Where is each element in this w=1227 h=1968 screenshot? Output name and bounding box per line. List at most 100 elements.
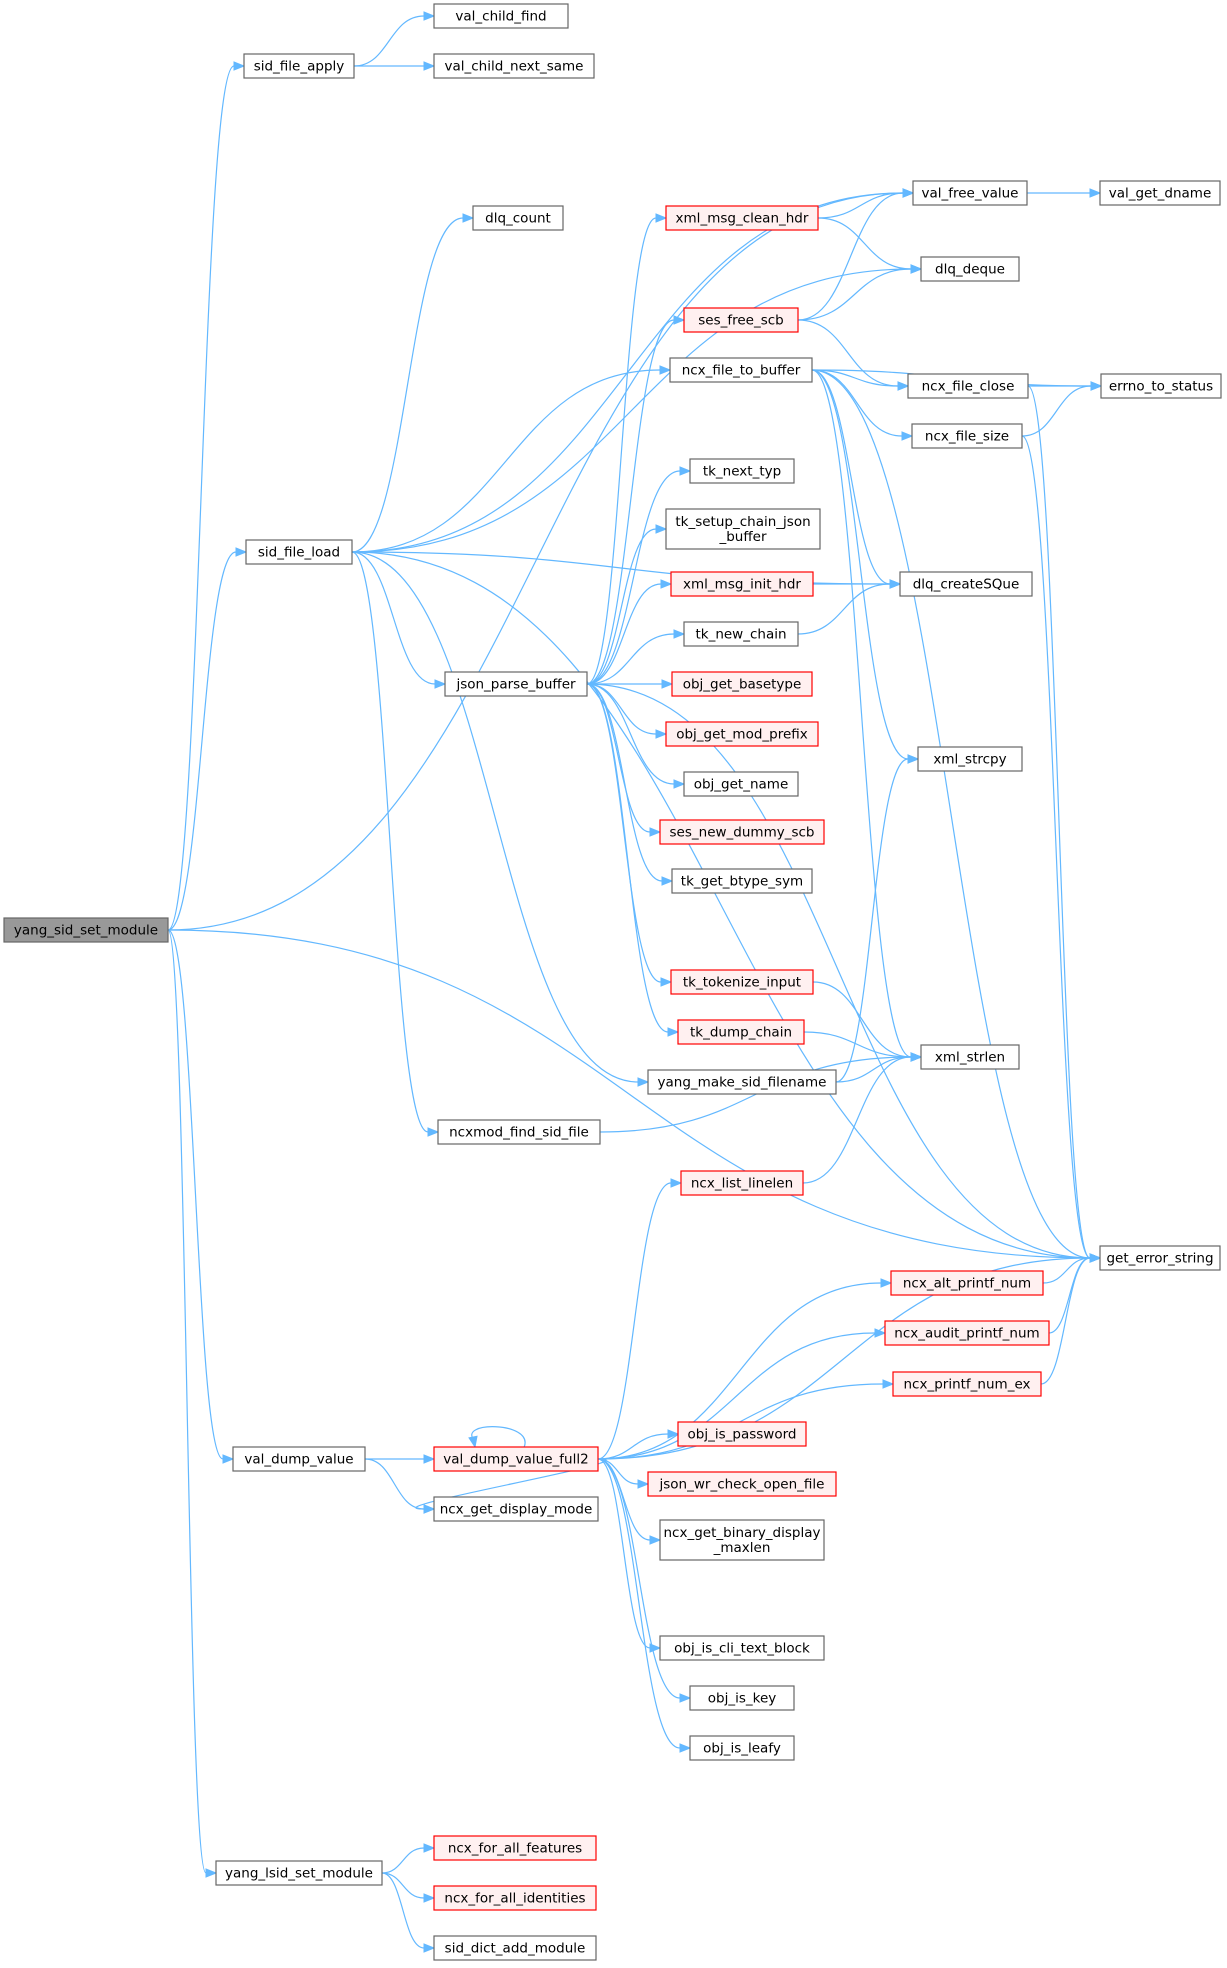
- node-tk-new-chain[interactable]: tk_new_chain: [683, 621, 799, 647]
- node-dlq-count[interactable]: dlq_count: [472, 205, 564, 231]
- edge-json_parse_buffer-to-obj_get_name: [586, 683, 686, 789]
- arrow-head-icon: [659, 365, 672, 375]
- node-box: [433, 53, 595, 79]
- edge-line: [351, 551, 639, 1083]
- node-get-error-string[interactable]: get_error_string: [1099, 1245, 1221, 1271]
- node-obj-get-name[interactable]: obj_get_name: [683, 771, 799, 797]
- node-sid-dict-add-module[interactable]: sid_dict_add_module: [433, 1935, 597, 1961]
- node-ncx-printf-num-ex[interactable]: ncx_printf_num_ex: [892, 1371, 1042, 1397]
- edge-line: [817, 192, 904, 219]
- edge-ncx_file_size-to-errno_to_status: [1021, 381, 1103, 437]
- node-sid-file-apply[interactable]: sid_file_apply: [243, 53, 355, 79]
- arrow-head-icon: [468, 1435, 478, 1449]
- node-ncx-list-linelen[interactable]: ncx_list_linelen: [680, 1170, 804, 1196]
- node-label: get_error_string: [1106, 1251, 1213, 1267]
- node-ncxmod-find-sid-file[interactable]: ncxmod_find_sid_file: [437, 1119, 601, 1145]
- node-label: ncx_get_display_mode: [440, 1502, 593, 1518]
- node-dlq-deque[interactable]: dlq_deque: [920, 256, 1020, 282]
- arrow-head-icon: [880, 1278, 893, 1288]
- node-val-child-find[interactable]: val_child_find: [433, 3, 569, 29]
- node-label: ncx_file_close: [922, 379, 1015, 395]
- edge-ses_free_scb-to-dlq_deque: [797, 264, 923, 321]
- node-xml-strcpy[interactable]: xml_strcpy: [917, 746, 1023, 772]
- node-yang-lsid-set-module[interactable]: yang_lsid_set_module: [215, 1860, 383, 1886]
- node-box: [683, 307, 799, 333]
- edge-val_dump_value_full2-to-ncx_list_linelen: [597, 1178, 683, 1460]
- edge-line: [381, 1872, 425, 1949]
- node-ncx-for-all-features[interactable]: ncx_for_all_features: [433, 1835, 597, 1861]
- edge-line: [797, 583, 891, 635]
- node-ses-new-dummy-scb[interactable]: ses_new_dummy_scb: [659, 819, 825, 845]
- arrow-head-icon: [233, 61, 246, 71]
- arrow-head-icon: [222, 1454, 235, 1464]
- node-tk-tokenize-input[interactable]: tk_tokenize_input: [670, 969, 814, 995]
- node-obj-is-password[interactable]: obj_is_password: [677, 1421, 807, 1447]
- arrow-head-icon: [1089, 1253, 1102, 1263]
- node-yang-sid-set-module[interactable]: yang_sid_set_module: [3, 917, 169, 943]
- node-box: [670, 571, 814, 597]
- node-label: ncx_audit_printf_num: [894, 1326, 1039, 1342]
- node-json-parse-buffer[interactable]: json_parse_buffer: [444, 671, 588, 697]
- node-tk-get-btype-sym[interactable]: tk_get_btype_sym: [671, 868, 813, 894]
- node-sid-file-load[interactable]: sid_file_load: [245, 539, 353, 565]
- edge-sid_file_apply-to-val_child_find: [353, 11, 436, 67]
- edge-json_parse_buffer-to-get_error_string: [586, 683, 1102, 1263]
- arrow-head-icon: [897, 381, 910, 391]
- edge-line: [167, 551, 237, 931]
- node-box: [659, 1519, 825, 1561]
- node-ncx-audit-printf-num[interactable]: ncx_audit_printf_num: [884, 1320, 1050, 1346]
- node-obj-is-leafy[interactable]: obj_is_leafy: [689, 1735, 795, 1761]
- edge-json_parse_buffer-to-xml_msg_clean_hdr: [586, 213, 668, 685]
- node-dlq-createSQue[interactable]: dlq_createSQue: [899, 571, 1033, 597]
- node-tk-setup-chain-json-buffer[interactable]: tk_setup_chain_json_buffer: [665, 508, 821, 550]
- edge-line: [597, 1458, 681, 1749]
- node-ncx-file-size[interactable]: ncx_file_size: [911, 423, 1023, 449]
- edge-sid_file_apply-to-val_child_next_same: [354, 61, 436, 71]
- node-obj-is-cli-text-block[interactable]: obj_is_cli_text_block: [659, 1635, 825, 1661]
- node-ncx-alt-printf-num[interactable]: ncx_alt_printf_num: [890, 1270, 1044, 1296]
- edge-ses_free_scb-to-val_free_value: [797, 188, 915, 321]
- edge-val_dump_value_full2-to-ncx_alt_printf_num: [597, 1278, 893, 1460]
- node-xml-msg-init-hdr[interactable]: xml_msg_init_hdr: [670, 571, 814, 597]
- node-box: [433, 1496, 599, 1522]
- node-box: [665, 508, 821, 550]
- edge-line: [835, 758, 909, 1083]
- edge-line: [1042, 1257, 1091, 1284]
- node-tk-next-typ[interactable]: tk_next_typ: [689, 458, 795, 484]
- edge-line: [597, 1332, 876, 1460]
- node-yang-make-sid-filename[interactable]: yang_make_sid_filename: [647, 1069, 837, 1095]
- node-val-dump-value[interactable]: val_dump_value: [232, 1446, 366, 1472]
- node-obj-get-mod-prefix[interactable]: obj_get_mod_prefix: [665, 721, 819, 747]
- node-val-get-dname[interactable]: val_get_dname: [1099, 180, 1221, 206]
- node-label: val_free_value: [921, 186, 1018, 202]
- edge-line: [381, 1847, 425, 1874]
- node-val-free-value[interactable]: val_free_value: [912, 180, 1028, 206]
- node-ncx-get-binary-display-maxlen[interactable]: ncx_get_binary_display_maxlen: [659, 1519, 825, 1561]
- node-xml-msg-clean-hdr[interactable]: xml_msg_clean_hdr: [665, 205, 819, 231]
- node-errno-to-status[interactable]: errno_to_status: [1100, 373, 1222, 399]
- node-xml-strlen[interactable]: xml_strlen: [920, 1044, 1020, 1070]
- node-ncx-for-all-identities[interactable]: ncx_for_all_identities: [433, 1885, 597, 1911]
- node-ncx-get-display-mode[interactable]: ncx_get_display_mode: [433, 1496, 599, 1522]
- arrow-head-icon: [637, 1479, 650, 1489]
- node-box: [677, 1019, 805, 1045]
- node-label: obj_is_password: [688, 1427, 797, 1443]
- node-val-dump-value-full2[interactable]: val_dump_value_full2: [433, 1446, 599, 1472]
- node-tk-dump-chain[interactable]: tk_dump_chain: [677, 1019, 805, 1045]
- edge-ncx_file_to_buffer-to-xml_strcpy: [811, 369, 920, 764]
- node-label: xml_strcpy: [933, 752, 1006, 768]
- node-val-child-next-same[interactable]: val_child_next_same: [433, 53, 595, 79]
- edge-val_dump_value_full2-to-obj_is_key: [597, 1458, 692, 1703]
- node-ses-free-scb[interactable]: ses_free_scb: [683, 307, 799, 333]
- node-label: tk_next_typ: [703, 464, 781, 480]
- arrow-head-icon: [673, 629, 686, 639]
- node-ncx-file-to-buffer[interactable]: ncx_file_to_buffer: [669, 357, 813, 383]
- edge-line: [586, 683, 1091, 1259]
- node-ncx-file-close[interactable]: ncx_file_close: [907, 373, 1029, 399]
- arrow-head-icon: [679, 1743, 692, 1753]
- node-json-wr-check-open-file[interactable]: json_wr_check_open_file: [647, 1471, 837, 1497]
- edges-layer: [167, 11, 1103, 1953]
- node-obj-is-key[interactable]: obj_is_key: [689, 1685, 795, 1711]
- node-obj-get-basetype[interactable]: obj_get_basetype: [671, 671, 813, 697]
- arrow-head-icon: [907, 754, 920, 764]
